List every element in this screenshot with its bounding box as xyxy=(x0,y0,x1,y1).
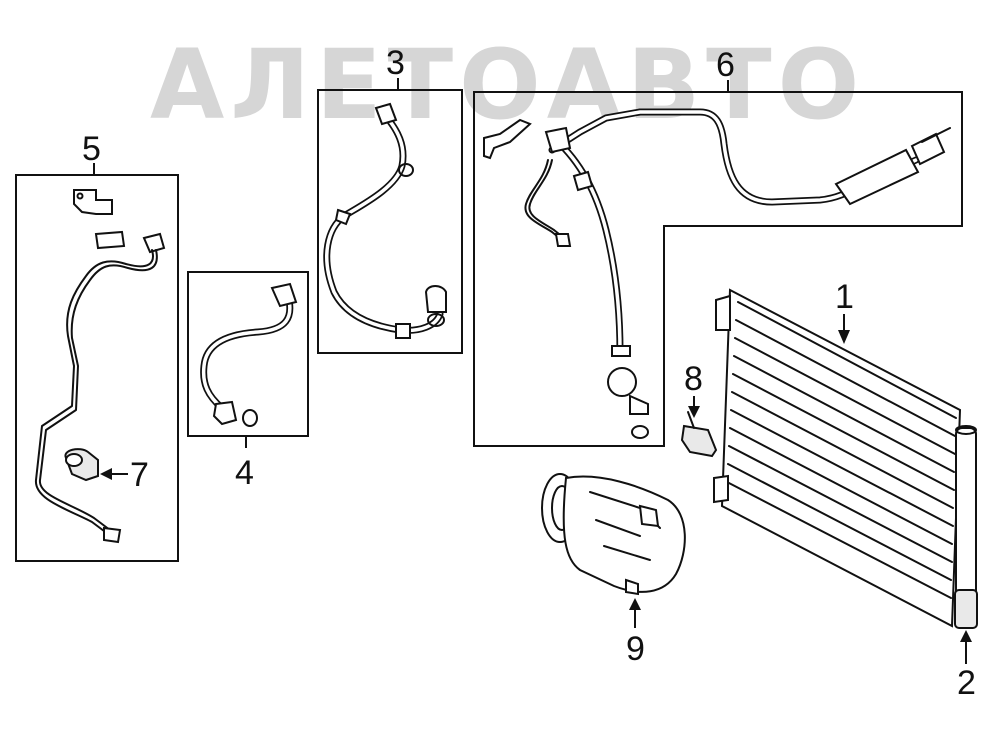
condenser[interactable] xyxy=(713,288,962,628)
callout-8: 8 xyxy=(684,360,703,398)
callout-2: 2 xyxy=(957,664,976,702)
callout-6: 6 xyxy=(716,46,735,84)
callout-4: 4 xyxy=(235,454,254,492)
group-3-hose-assembly[interactable] xyxy=(317,78,463,354)
group-4-hose-assembly[interactable] xyxy=(187,271,309,448)
ac-compressor[interactable] xyxy=(541,473,686,596)
callout-7: 7 xyxy=(130,456,149,494)
receiver-drier[interactable] xyxy=(954,425,978,629)
pressure-switch-8[interactable] xyxy=(680,411,718,458)
watermark-text: АЛЕТОАВТО xyxy=(150,29,865,141)
callout-1: 1 xyxy=(835,278,854,316)
group-5-line-assembly[interactable] xyxy=(15,163,179,562)
callout-9: 9 xyxy=(626,630,645,668)
group-6-hose-assembly[interactable] xyxy=(473,80,963,447)
callout-3: 3 xyxy=(386,44,405,82)
callout-5: 5 xyxy=(82,130,101,168)
